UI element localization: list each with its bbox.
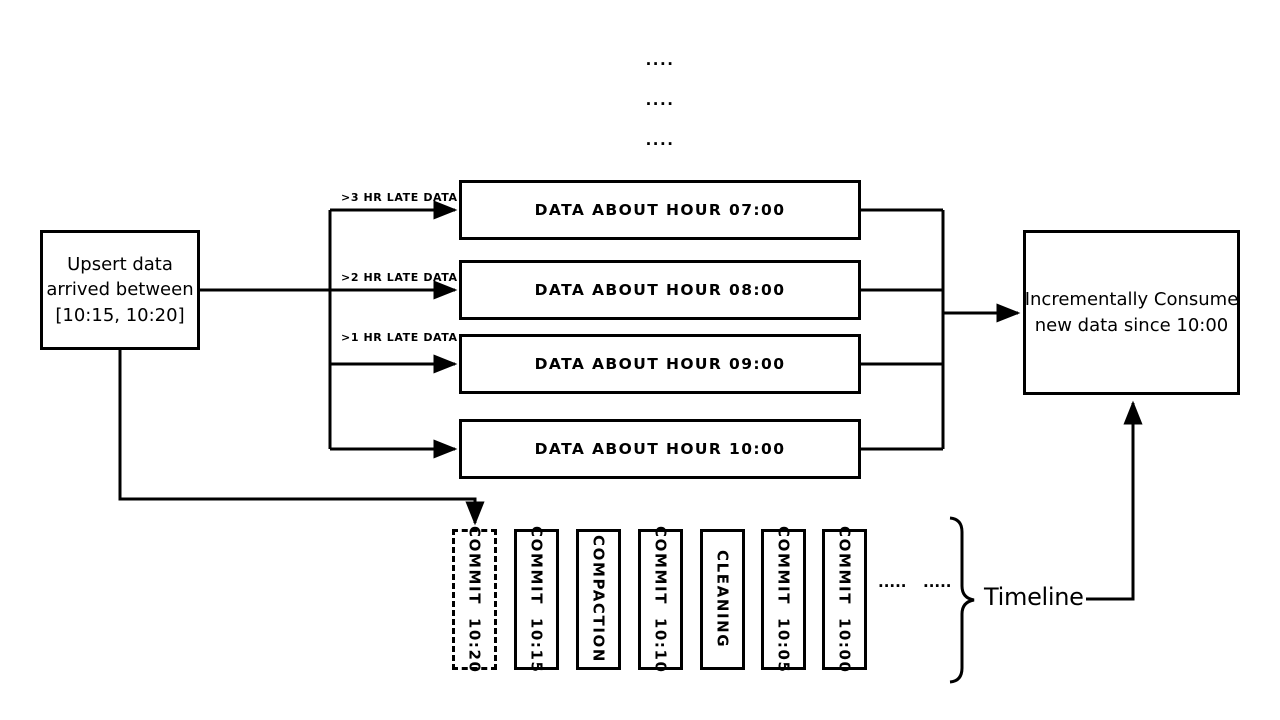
data-hour-0900-box: DATA ABOUT HOUR 09:00	[459, 334, 861, 394]
branch-label-3hr-late: >3 HR LATE DATA	[341, 191, 458, 204]
branch-label-1hr-late: >1 HR LATE DATA	[341, 331, 458, 344]
timeline-label: Timeline	[984, 583, 1084, 611]
upsert-data-line: [10:15, 10:20]	[55, 304, 185, 326]
data-hour-0800-box: DATA ABOUT HOUR 08:00	[459, 260, 861, 320]
incremental-consume-line: Incrementally Consume	[1024, 288, 1239, 310]
arrow-timeline-to-consumer	[1086, 400, 1143, 601]
event-commit-10-00: COMMIT 10:00	[822, 526, 867, 673]
event-compaction: COMPACTION	[576, 529, 621, 670]
timeline-ellipsis: .....	[923, 573, 952, 591]
upsert-data-line: Upsert data	[67, 253, 173, 275]
upsert-data-box: Upsert data arrived between [10:15, 10:2…	[40, 230, 200, 350]
data-hour-1000-box: DATA ABOUT HOUR 10:00	[459, 419, 861, 479]
timeline-ellipsis: .....	[878, 573, 907, 591]
incremental-consume-line: new data since 10:00	[1034, 314, 1229, 336]
event-label: COMMIT 10:05	[774, 525, 793, 674]
event-label: COMMIT 10:15	[527, 525, 546, 674]
event-commit-10-15: COMMIT 10:15	[514, 526, 559, 673]
event-label: COMMIT 10:10	[651, 525, 670, 674]
arrow-upsert-to-commit	[118, 350, 485, 526]
branch-label-2hr-late: >2 HR LATE DATA	[341, 271, 458, 284]
event-label: COMPACTION	[589, 535, 608, 664]
event-label: COMMIT 10:20	[465, 525, 484, 674]
incremental-consume-box: Incrementally Consume new data since 10:…	[1023, 230, 1240, 395]
event-commit-10-20: COMMIT 10:20	[452, 526, 497, 673]
data-hour-0700-box: DATA ABOUT HOUR 07:00	[459, 180, 861, 240]
event-commit-10-10: COMMIT 10:10	[638, 526, 683, 673]
timeline-brace	[949, 516, 975, 684]
event-commit-10-05: COMMIT 10:05	[761, 526, 806, 673]
upsert-data-line: arrived between	[46, 279, 194, 301]
ellipsis-top-row: ....	[645, 131, 675, 149]
event-label: CLEANING	[713, 550, 732, 649]
event-cleaning: CLEANING	[700, 529, 745, 670]
ellipsis-top-row: ....	[645, 51, 675, 69]
ellipsis-top-row: ....	[645, 91, 675, 109]
event-label: COMMIT 10:00	[835, 525, 854, 674]
